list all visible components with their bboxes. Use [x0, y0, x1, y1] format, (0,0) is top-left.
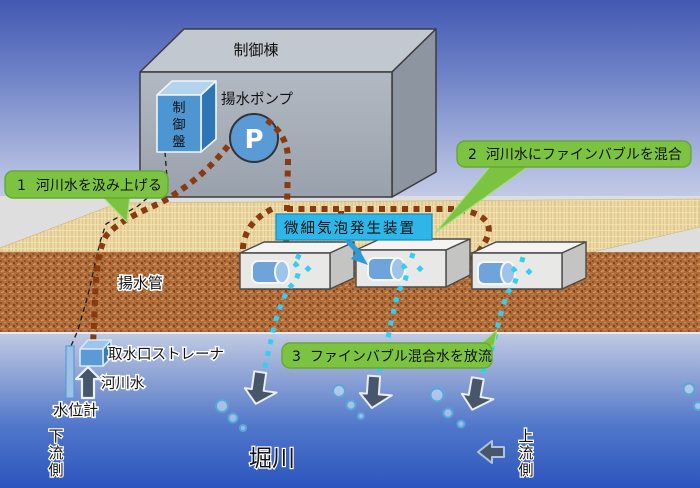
bubble-line-1 — [259, 260, 301, 381]
bubble-line-2 — [373, 262, 409, 383]
intake-strainer-cube — [79, 339, 112, 367]
water-level-gauge-bar — [65, 345, 75, 399]
outflow-arrow-2 — [358, 374, 393, 409]
river-water-up-arrow — [74, 365, 102, 400]
pump-symbol: P — [244, 125, 263, 155]
bubble-devices — [239, 238, 587, 290]
pointer-arrow-head — [351, 249, 368, 265]
bubble-scatter-dots — [294, 252, 533, 276]
fine-bubble-lines — [259, 260, 519, 384]
svg-text:制: 制 — [172, 101, 185, 116]
strainer-label: 取水口ストレーナ — [108, 346, 224, 363]
svg-text:上: 上 — [518, 427, 533, 445]
control-panel-box — [156, 80, 217, 153]
river-name-label: 堀川 — [249, 446, 295, 472]
bubble-device-label-text: 微細気泡発生装置 — [284, 220, 416, 237]
pump-circle — [229, 113, 279, 163]
svg-text:盤: 盤 — [172, 135, 185, 150]
building-roof — [139, 28, 437, 73]
control-cable-dashed-line — [70, 151, 168, 347]
suction-pipe — [90, 144, 231, 346]
pump-label: 揚水ポンプ — [221, 91, 294, 108]
upstream-flow-arrow — [477, 440, 505, 464]
svg-text:側: 側 — [48, 461, 63, 479]
bubble-device-1 — [239, 241, 355, 290]
pipe-label: 揚水管 — [118, 274, 163, 292]
bubble-device-2 — [355, 238, 471, 288]
control-panel-label: 制 御 盤 — [172, 101, 185, 150]
svg-text:流: 流 — [48, 444, 63, 462]
downstream-label: 下 流 側 — [47, 426, 64, 480]
bubble-device-callout: 微細気泡発生装置 — [275, 213, 433, 265]
discharge-pipe — [265, 117, 292, 249]
bubbles — [215, 382, 700, 432]
outflow-arrow-1 — [243, 370, 278, 405]
water-surface-line — [0, 332, 700, 335]
svg-text:御: 御 — [172, 118, 185, 133]
callout-1-box — [4, 170, 169, 199]
bubble-device-label-box — [275, 213, 433, 241]
bubble-line-3 — [476, 265, 519, 384]
building-label: 制御棟 — [233, 41, 278, 59]
upstream-label: 上 流 側 — [517, 426, 534, 480]
bubble-device-3 — [471, 241, 587, 290]
svg-text:側: 側 — [518, 461, 533, 479]
outflow-arrows — [243, 370, 495, 411]
svg-text:流: 流 — [518, 444, 533, 462]
callout-3-box — [281, 342, 493, 369]
river-water-label: 河川水 — [101, 375, 145, 392]
callout-2-box — [456, 140, 692, 168]
gauge-label: 水位計 — [53, 401, 98, 419]
svg-text:下: 下 — [48, 427, 63, 445]
outflow-arrow-3 — [460, 376, 495, 411]
